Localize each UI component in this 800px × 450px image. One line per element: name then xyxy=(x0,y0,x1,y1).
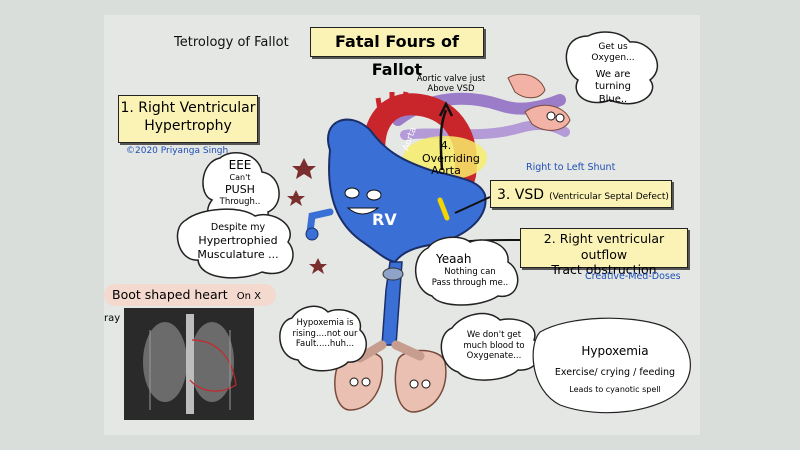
rv-hypertrophy-line1: 1. Right Ventricular xyxy=(120,100,256,116)
eee-line1: EEE xyxy=(228,158,252,172)
aortic-valve-line2: Above VSD xyxy=(427,84,475,95)
oxygen-line1: Get us xyxy=(598,42,628,52)
hypoxemia-causes: Exercise/ crying / feeding xyxy=(554,367,676,378)
rv-label: RV xyxy=(372,210,397,229)
yeaah-bubble-text: Yeaah Nothing can Pass through me.. xyxy=(430,252,510,288)
overriding-aorta-line1: 4. Overriding xyxy=(422,139,480,165)
eee-bubble-text: EEE Can't PUSH Through.. xyxy=(210,158,270,207)
blood-bubble-text: We don't get much blood to Oxygenate... xyxy=(452,330,536,362)
hypox-line1: Hypoxemia is xyxy=(296,318,354,328)
overriding-aorta-line2: Aorta xyxy=(431,164,461,178)
rvot-box: 2. Right ventricular outflow Tract obstr… xyxy=(520,228,688,277)
eee-line3: PUSH xyxy=(225,183,255,196)
hypoxemia-title: Hypoxemia xyxy=(581,344,649,358)
oxygen-line4: Blue.. xyxy=(598,93,628,105)
hypox-line3: Fault.....huh... xyxy=(295,339,355,350)
vsd-main: 3. VSD xyxy=(497,187,545,203)
eee-line5: Despite my xyxy=(210,222,266,233)
aortic-valve-line1: Aortic valve just xyxy=(416,74,486,84)
brand: Creative-Med-Doses xyxy=(585,271,681,282)
oxygen-line2: Oxygen... xyxy=(591,53,635,64)
rv-hypertrophy-box: 1. Right Ventricular Hypertrophy xyxy=(118,95,258,143)
hypoxemia-bubble xyxy=(279,305,367,372)
hypox-line2: rising....not our xyxy=(292,328,358,339)
yeaah-bubble xyxy=(414,236,519,306)
yeaah-line3: Pass through me.. xyxy=(431,277,509,288)
blood-line1: We don't get xyxy=(466,330,522,340)
aortic-valve-note: Aortic valve just Above VSD xyxy=(416,74,486,94)
oxygen-bubble xyxy=(565,31,659,105)
oxygen-bubble-text: Get us Oxygen... We are turning Blue.. xyxy=(578,42,648,106)
eee-line2: Can't xyxy=(229,173,251,182)
boot-shaped-text: Boot shaped heart xyxy=(112,287,228,302)
page-title: Fatal Fours of Fallot xyxy=(335,32,459,79)
vsd-box: 3. VSD (Ventricular Septal Defect) xyxy=(490,180,672,208)
cyanotic-spell: Leads to cyanotic spell xyxy=(569,384,661,394)
rvot-line2: Tract obstruction xyxy=(551,262,657,278)
credit: ©2020 Priyanga Singh xyxy=(126,146,229,156)
hand-icon xyxy=(507,73,546,99)
right-lung-icon xyxy=(394,349,447,413)
star-icon xyxy=(292,158,316,179)
hypoxemia-cloud-text: Hypoxemia Exercise/ crying / feeding Lea… xyxy=(540,344,690,395)
eee-line6: Hypertrophied xyxy=(198,233,278,247)
subtitle: Tetrology of Fallot xyxy=(174,35,289,50)
blood-line3: Oxygenate... xyxy=(466,351,522,362)
eee-line4: Through.. xyxy=(219,196,261,207)
title-box: Fatal Fours of Fallot xyxy=(310,27,484,79)
heart-icon xyxy=(327,118,487,264)
rvot-line1: 2. Right ventricular outflow xyxy=(543,231,665,262)
vsd-sub: (Ventricular Septal Defect) xyxy=(549,192,669,202)
on-xray-text: On X ray xyxy=(104,291,262,324)
musculature-text: Despite my Hypertrophied Musculature ... xyxy=(186,222,290,261)
shunt-label: Right to Left Shunt xyxy=(526,162,616,173)
blood-line2: much blood to xyxy=(463,340,525,351)
hypox-bubble-text: Hypoxemia is rising....not our Fault....… xyxy=(290,318,360,350)
eee-line7: Musculature ... xyxy=(197,247,279,261)
oxygen-line3: We are turning xyxy=(595,68,631,93)
overriding-aorta-label: 4. Overriding Aorta xyxy=(422,139,480,178)
rv-hypertrophy-line2: Hypertrophy xyxy=(144,117,232,134)
yeaah-line1: Yeaah xyxy=(436,252,472,266)
boot-shaped-label: Boot shaped heart On X ray xyxy=(104,284,276,324)
hypoxemia-cloud xyxy=(532,317,691,414)
yeaah-line2: Nothing can xyxy=(444,267,496,277)
